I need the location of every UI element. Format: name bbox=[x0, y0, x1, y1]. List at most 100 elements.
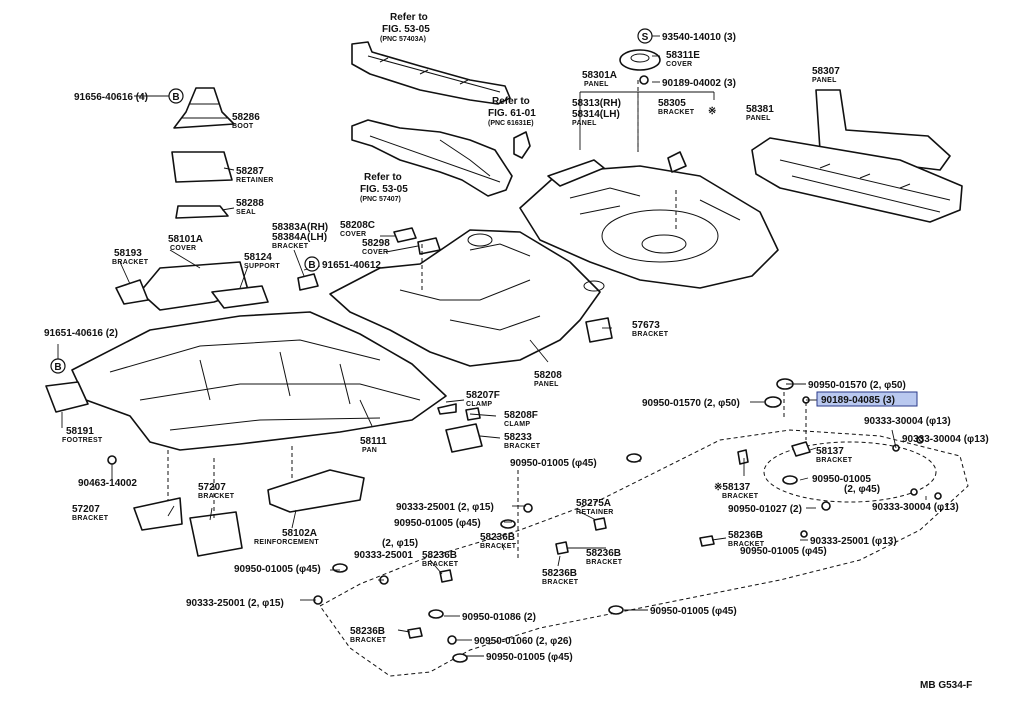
bracket-57207-right bbox=[189, 511, 243, 557]
name-57207-b: BRACKET bbox=[198, 493, 235, 500]
label-93540: 93540-14010 (3) bbox=[662, 32, 736, 43]
name-58101A: COVER bbox=[170, 245, 196, 252]
label-58208C: 58208C bbox=[340, 220, 375, 231]
label-58307: 58307 bbox=[812, 66, 840, 77]
label-58305: 58305 bbox=[658, 98, 686, 109]
name-58286: BOOT bbox=[232, 123, 254, 130]
svg-text:FIG. 53-05: FIG. 53-05 bbox=[360, 184, 408, 195]
figure-code: MB G534-F bbox=[920, 680, 972, 691]
name-58236B-a: BRACKET bbox=[728, 541, 765, 548]
label-90189-04002: 90189-04002 (3) bbox=[662, 78, 736, 89]
name-58191: FOOTREST bbox=[62, 437, 103, 444]
label-90333-30004-c: 90333-30004 (φ13) bbox=[872, 502, 959, 513]
bracket-ref-61 bbox=[513, 131, 531, 159]
name-58236B-e: BRACKET bbox=[542, 579, 579, 586]
label-90333-25001-d: 90333-25001 (2, φ15) bbox=[186, 598, 284, 609]
label-90333-30004-b: 90333-30004 (φ13) bbox=[902, 434, 989, 445]
label-90950-01005-c: 90950-01005 (φ45) bbox=[394, 518, 481, 529]
name-58193: BRACKET bbox=[112, 259, 149, 266]
label-58191: 58191 bbox=[66, 426, 94, 437]
footrest-58191 bbox=[45, 381, 89, 413]
label-58311E: 58311E bbox=[666, 50, 700, 61]
name-58307: PANEL bbox=[812, 77, 837, 84]
label-91656: 91656-40616 (4) bbox=[74, 92, 148, 103]
name-57673: BRACKET bbox=[632, 331, 669, 338]
label-58236B-a: 58236B bbox=[728, 530, 763, 541]
label-90333-30004-a: 90333-30004 (φ13) bbox=[864, 416, 951, 427]
reference-fig-53-05-bottom: Refer to FIG. 53-05 (PNC 57407) bbox=[360, 172, 408, 203]
label-57207-a: 57207 bbox=[72, 504, 100, 515]
label-58208F: 58208F bbox=[504, 410, 538, 421]
label-90950-01005-a: 90950-01005 (φ45) bbox=[510, 458, 597, 469]
name-58137-b: BRACKET bbox=[722, 493, 759, 500]
label-90950-01005-g: 90950-01005 (φ45) bbox=[486, 652, 573, 663]
name-57207-a: BRACKET bbox=[72, 515, 109, 522]
label-58111: 58111 bbox=[360, 436, 387, 447]
name-58311E: COVER bbox=[666, 61, 692, 68]
label-90950-01005-b: 90950-01005 bbox=[812, 474, 871, 485]
name-58236B-f: BRACKET bbox=[350, 637, 387, 644]
label-90333-25001-b2: 90333-25001 bbox=[354, 550, 413, 561]
cover-58208C bbox=[393, 227, 417, 243]
name-58288: SEAL bbox=[236, 209, 256, 216]
name-58236B-d: BRACKET bbox=[586, 559, 623, 566]
shift-boot bbox=[173, 87, 235, 129]
label-58288: 58288 bbox=[236, 198, 264, 209]
label-58275A: 58275A bbox=[576, 498, 611, 509]
label-90950-01005-d: 90950-01005 (φ45) bbox=[740, 546, 827, 557]
name-58383A: BRACKET bbox=[272, 243, 309, 250]
name-58208F: CLAMP bbox=[504, 421, 530, 428]
name-58298: COVER bbox=[362, 249, 388, 256]
marker-b-2: B bbox=[304, 256, 320, 272]
label-58287: 58287 bbox=[236, 166, 264, 177]
svg-text:FIG. 61-01: FIG. 61-01 bbox=[488, 108, 536, 119]
label-90950-01005-e: 90950-01005 (φ45) bbox=[234, 564, 321, 575]
name-58233: BRACKET bbox=[504, 443, 541, 450]
label-90950-01005-f: 90950-01005 (φ45) bbox=[650, 606, 737, 617]
name-58287: RETAINER bbox=[236, 177, 274, 184]
label-90333-25001-a: 90333-25001 (2, φ15) bbox=[396, 502, 494, 513]
svg-text:S: S bbox=[642, 32, 649, 43]
label-58236B-c: 58236B bbox=[422, 550, 457, 561]
name-58111: PAN bbox=[362, 447, 377, 454]
small-brackets bbox=[407, 441, 811, 639]
label-58298: 58298 bbox=[362, 238, 390, 249]
grommet-a bbox=[639, 75, 649, 85]
name-58381: PANEL bbox=[746, 115, 771, 122]
svg-text:Refer to: Refer to bbox=[390, 12, 428, 23]
plugs bbox=[313, 378, 942, 663]
svg-text:FIG. 53-05: FIG. 53-05 bbox=[382, 24, 430, 35]
label-58207F: 58207F bbox=[466, 390, 500, 401]
rear-side-panels bbox=[751, 89, 963, 223]
highlight-box bbox=[816, 391, 918, 407]
label-58137-a: 58137 bbox=[816, 446, 844, 457]
cross-member-upper bbox=[351, 41, 511, 105]
label-58236B-d: 58236B bbox=[586, 548, 621, 559]
label-58236B-b: 58236B bbox=[480, 532, 515, 543]
spare-outline bbox=[763, 441, 937, 503]
label-90333-25001-b: (2, φ15) bbox=[382, 538, 418, 549]
name-58137-a: BRACKET bbox=[816, 457, 853, 464]
marker-b-3: B bbox=[50, 358, 66, 374]
label-58137-b: ※58137 bbox=[714, 482, 751, 493]
label-58383A: 58383A(RH) bbox=[272, 222, 328, 233]
name-58207F: CLAMP bbox=[466, 401, 492, 408]
side-panel-small bbox=[547, 159, 605, 187]
svg-text:Refer to: Refer to bbox=[492, 96, 530, 107]
label-58236B-f: 58236B bbox=[350, 626, 385, 637]
label-91651-40612: 91651-40612 bbox=[322, 260, 381, 271]
seal-58288 bbox=[175, 205, 229, 219]
marker-b-1: B bbox=[168, 88, 184, 104]
label-90950-01027: 90950-01027 (2) bbox=[728, 504, 802, 515]
bracket-58233 bbox=[445, 423, 483, 453]
label-90189-04085: 90189-04085 (3) bbox=[821, 395, 895, 406]
label-58102A: 58102A bbox=[282, 528, 317, 539]
label-58193: 58193 bbox=[114, 248, 142, 259]
name-58208: PANEL bbox=[534, 381, 559, 388]
reference-fig-53-05-top: Refer to FIG. 53-05 (PNC 57403A) bbox=[380, 12, 430, 43]
underbody-outline bbox=[319, 429, 969, 677]
label-90463: 90463-14002 bbox=[78, 478, 137, 489]
reinforcement-58102A bbox=[267, 469, 365, 513]
bracket-58193 bbox=[115, 279, 149, 305]
